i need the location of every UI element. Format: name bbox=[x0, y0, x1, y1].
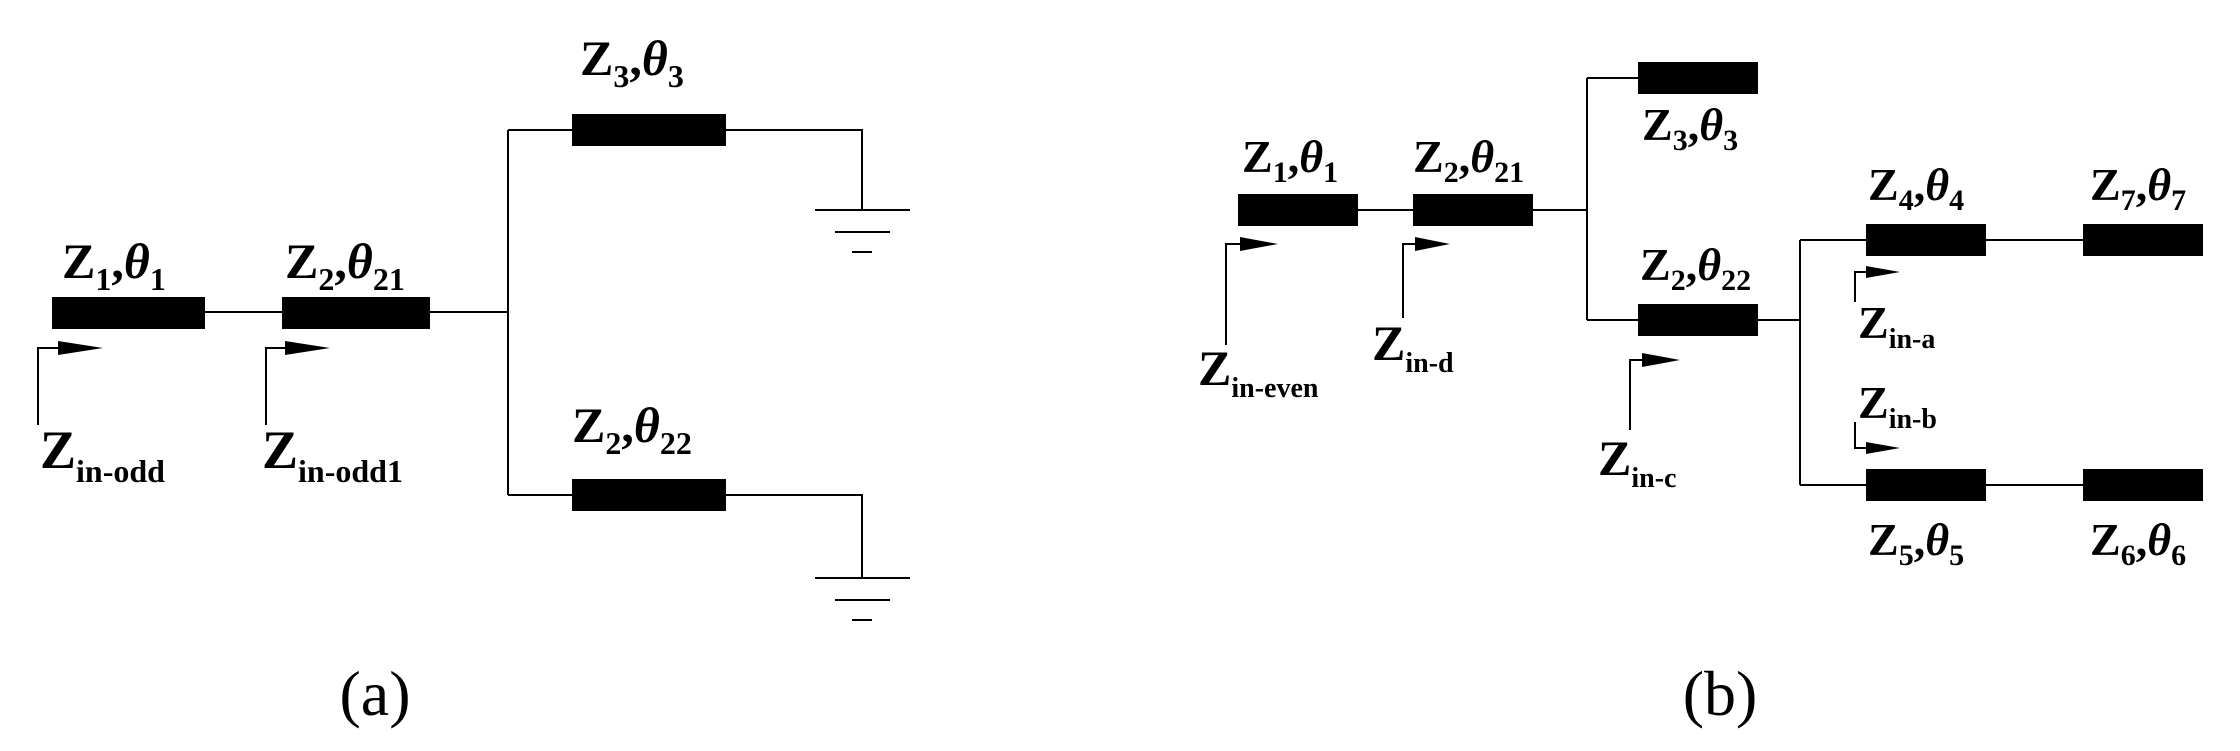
ground-symbol bbox=[815, 577, 910, 621]
port-label: Zin-d bbox=[1372, 315, 1454, 379]
tline-z4 bbox=[1866, 224, 1986, 256]
segment-label: Z2,θ22 bbox=[572, 397, 692, 461]
stub-wire bbox=[726, 129, 863, 210]
port-label: Zin-odd1 bbox=[262, 420, 403, 489]
panel-a: Z1,θ1 Z2,θ21 Z3,θ3 Z2,θ22 Zin-odd Zin-od… bbox=[37, 30, 910, 729]
port-arrow bbox=[37, 341, 103, 425]
tline-z6 bbox=[2083, 469, 2203, 501]
panel-caption: (b) bbox=[1683, 658, 1758, 729]
port-arrow bbox=[1854, 422, 1900, 454]
segment-label: Z3,θ3 bbox=[1642, 99, 1738, 157]
port-arrow bbox=[265, 341, 330, 425]
port-arrow bbox=[1225, 237, 1278, 345]
segment-label: Z5,θ5 bbox=[1868, 514, 1964, 572]
tline-z3 bbox=[1638, 62, 1758, 94]
port-arrow bbox=[1402, 237, 1450, 318]
port-arrow bbox=[1629, 353, 1680, 430]
segment-label: Z2,θ21 bbox=[285, 233, 405, 297]
tline-z5 bbox=[1866, 469, 1986, 501]
segment-label: Z4,θ4 bbox=[1868, 159, 1964, 217]
port-arrow bbox=[1854, 266, 1900, 302]
tline-z3 bbox=[572, 114, 726, 146]
segment-label: Z1,θ1 bbox=[62, 233, 166, 297]
segment-label: Z7,θ7 bbox=[2090, 159, 2186, 217]
segment-label: Z2,θ22 bbox=[1640, 239, 1751, 297]
panel-b: Z1,θ1 Z2,θ21 Z3,θ3 Z2,θ22 Z4,θ4 Z7,θ7 Z5… bbox=[1198, 62, 2203, 729]
tline-z2-21 bbox=[1413, 194, 1533, 226]
port-label: Zin-a bbox=[1858, 297, 1935, 355]
tline-z2-22 bbox=[572, 479, 726, 511]
tline-z1 bbox=[52, 297, 205, 329]
port-label: Zin-even bbox=[1198, 340, 1319, 404]
ground-symbol bbox=[815, 209, 910, 253]
port-label: Zin-odd bbox=[40, 420, 165, 489]
segment-label: Z6,θ6 bbox=[2090, 514, 2186, 572]
segment-label: Z1,θ1 bbox=[1242, 131, 1338, 189]
tline-z2-21 bbox=[282, 297, 430, 329]
tline-z1 bbox=[1238, 194, 1358, 226]
tline-z7 bbox=[2083, 224, 2203, 256]
tline-z2-22 bbox=[1638, 304, 1758, 336]
port-label: Zin-c bbox=[1598, 430, 1676, 494]
segment-label: Z3,θ3 bbox=[580, 30, 684, 94]
port-label: Zin-b bbox=[1858, 377, 1937, 435]
stub-wire bbox=[726, 494, 863, 578]
panel-caption: (a) bbox=[339, 658, 410, 729]
segment-label: Z2,θ21 bbox=[1413, 131, 1524, 189]
